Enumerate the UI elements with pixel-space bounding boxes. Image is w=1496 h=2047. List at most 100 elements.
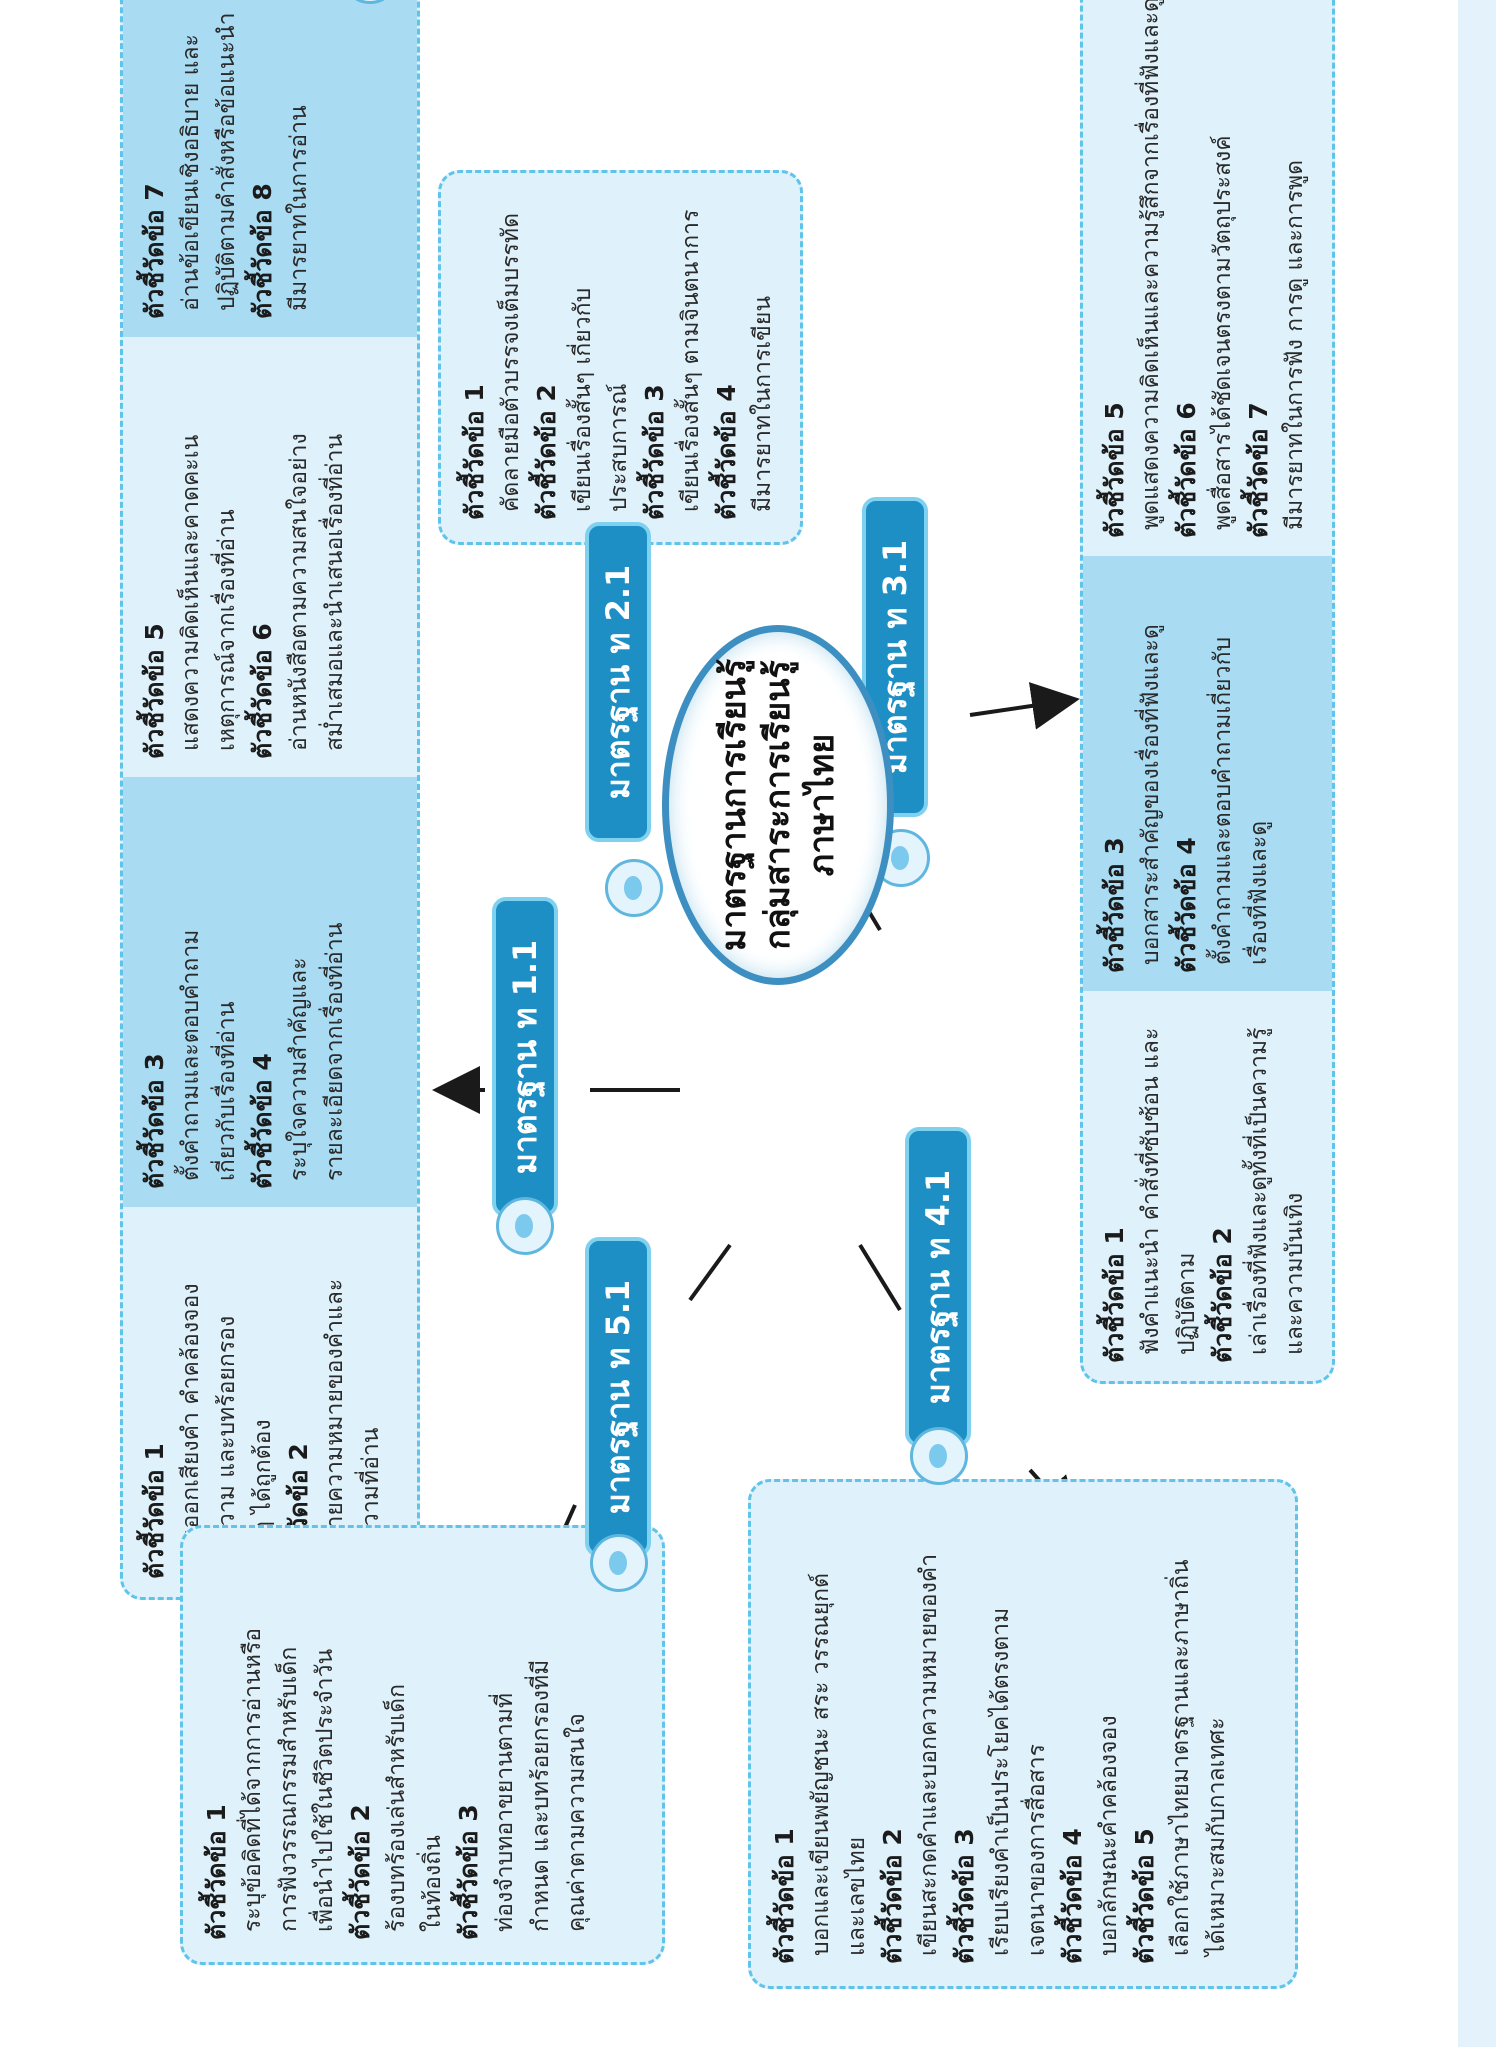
indicator-text: การฟังวรรณกรรมสำหรับเด็ก <box>276 1646 302 1932</box>
center-line: ภาษาไทย <box>802 733 842 877</box>
indicator-title: ตัวชี้วัดข้อ 6 <box>248 623 277 759</box>
indicator-item: ตัวชี้วัดข้อ 3 เขียนเรื่องสั้นๆ ตามจินตน… <box>637 195 709 520</box>
indicator-box-4-1: ตัวชี้วัดข้อ 1 บอกและเขียนพยัญชนะ สระ วร… <box>748 1479 1298 1989</box>
indicator-item: ตัวชี้วัดข้อ 1 บอกและเขียนพยัญชนะ สระ วร… <box>767 1504 875 1964</box>
indicator-title: ตัวชี้วัดข้อ 2 <box>346 1804 375 1940</box>
mascot-icon <box>605 859 663 917</box>
indicator-text: ร้องบทร้องเล่นสำหรับเด็ก <box>384 1683 410 1932</box>
indicator-item: ตัวชี้วัดข้อ 3 เรียบเรียงคำเป็นประโยคได้… <box>947 1504 1055 1964</box>
standard-label-2-1: มาตรฐาน ท 2.1 <box>585 522 651 842</box>
indicator-item: ตัวชี้วัดข้อ 7 อ่านข้อเขียนเชิงอธิบาย แล… <box>137 0 245 319</box>
indicator-item: ตัวชี้วัดข้อ 4 บอกลักษณะคำคล้องจอง <box>1055 1504 1127 1964</box>
indicator-text: ฟังคำแนะนำ คำสั่งที่ซับซ้อน และ <box>1138 1027 1164 1355</box>
indicator-item: ตัวชี้วัดข้อ 5 เลือกใช้ภาษาไทยมาตรฐานและ… <box>1127 1504 1235 1964</box>
box-1-1-segment-2: ตัวชี้วัดข้อ 3 ตั้งคำถามและตอบคำถาม เกี่… <box>123 777 417 1207</box>
indicator-text: บอกสาระสำคัญของเรื่องที่ฟังและดู <box>1138 624 1164 965</box>
indicator-title: ตัวชี้วัดข้อ 1 <box>140 1443 169 1579</box>
indicator-text: เขียนเรื่องสั้นๆ ตามจินตนาการ <box>678 209 704 512</box>
mascot-icon <box>496 1197 554 1255</box>
indicator-item: ตัวชี้วัดข้อ 4 มีมารยาทในการเขียน <box>709 195 781 520</box>
indicator-title: ตัวชี้วัดข้อ 8 <box>248 183 277 319</box>
indicator-item: ตัวชี้วัดข้อ 3 ท่องจำบทอาขยานตามที่ กำหน… <box>451 1550 595 1940</box>
indicator-title: ตัวชี้วัดข้อ 6 <box>1172 402 1201 538</box>
arrow-to-box-31 <box>969 682 1080 730</box>
indicator-text: ท่องจำบทอาขยานตามที่ <box>492 1692 518 1932</box>
indicator-title: ตัวชี้วัดข้อ 4 <box>248 1053 277 1189</box>
indicator-item: ตัวชี้วัดข้อ 3 บอกสาระสำคัญของเรื่องที่ฟ… <box>1097 574 1169 973</box>
indicator-title: ตัวชี้วัดข้อ 7 <box>140 183 169 319</box>
mascot-icon <box>910 1427 968 1485</box>
box-1-1-segment-3: ตัวชี้วัดข้อ 5 แสดงความคิดเห็นและคาดคะเน… <box>123 337 417 777</box>
indicator-text: และความบันเทิง <box>1282 1192 1308 1355</box>
indicator-text: คัดลายมือตัวบรรจงเต็มบรรทัด <box>498 212 524 512</box>
indicator-text: เล่าเรื่องที่ฟังและดูทั้งที่เป็นความรู้ <box>1246 1027 1272 1355</box>
box-3-1-segment-1: ตัวชี้วัดข้อ 1 ฟังคำแนะนำ คำสั่งที่ซับซ้… <box>1083 991 1332 1381</box>
indicator-title: ตัวชี้วัดข้อ 1 <box>770 1828 799 1964</box>
indicator-box-1-1: ตัวชี้วัดข้อ 1 อ่านออกเสียงคำ คำคล้องจอง… <box>120 0 420 1600</box>
indicator-text: มีมารยาทในการเขียน <box>750 295 776 512</box>
indicator-text: ตั้งคำถามและตอบคำถามเกี่ยวกับ <box>1210 636 1236 965</box>
indicator-item: ตัวชี้วัดข้อ 4 ตั้งคำถามและตอบคำถามเกี่ย… <box>1169 574 1277 973</box>
indicator-text: ได้เหมาะสมกับกาลเทศะ <box>1204 1717 1230 1956</box>
indicator-title: ตัวชี้วัดข้อ 4 <box>1058 1828 1087 1964</box>
indicator-title: ตัวชี้วัดข้อ 1 <box>1100 1227 1129 1363</box>
indicator-text: อ่านข้อเขียนเชิงอธิบาย และ <box>178 34 204 311</box>
spoke-41 <box>858 1243 902 1312</box>
indicator-title: ตัวชี้วัดข้อ 3 <box>140 1053 169 1189</box>
indicator-item: ตัวชี้วัดข้อ 5 พูดแสดงความคิดเห็นและความ… <box>1097 0 1169 538</box>
indicator-text: เขียนเรื่องสั้นๆ เกี่ยวกับประสบการณ์ <box>570 287 632 512</box>
indicator-title: ตัวชี้วัดข้อ 5 <box>1130 1828 1159 1964</box>
standard-label-1-1: มาตรฐาน ท 1.1 <box>492 897 558 1217</box>
indicator-text: บอกและเขียนพยัญชนะ สระ วรรณยุกต์ <box>808 1573 834 1956</box>
indicator-text: รายละเอียดจากเรื่องที่อ่าน <box>322 922 348 1181</box>
indicator-title: ตัวชี้วัดข้อ 3 <box>950 1828 979 1964</box>
center-topic: มาตรฐานการเรียนรู้ กลุ่มสาระการเรียนรู้ … <box>662 625 894 985</box>
indicator-item: ตัวชี้วัดข้อ 6 พูดสื่อสารได้ชัดเจนตรงตาม… <box>1169 0 1241 538</box>
indicator-text: สม่ำเสมอและนำเสนอเรื่องที่อ่าน <box>322 433 348 751</box>
indicator-text: คุณค่าตามความสนใจ <box>564 1713 590 1932</box>
indicator-item: ตัวชี้วัดข้อ 2 เขียนสะกดคำและบอกความหมาย… <box>875 1504 947 1964</box>
indicator-text: เรียบเรียงคำเป็นประโยคได้ตรงตาม <box>988 1607 1014 1956</box>
indicator-item: ตัวชี้วัดข้อ 1 ระบุข้อคิดที่ได้จากการอ่า… <box>199 1550 343 1940</box>
indicator-text: เกี่ยวกับเรื่องที่อ่าน <box>214 1001 240 1181</box>
indicator-text: เลือกใช้ภาษาไทยมาตรฐานและภาษาถิ่น <box>1168 1559 1194 1956</box>
spoke-51 <box>688 1243 732 1302</box>
right-margin-strip <box>1458 0 1496 2047</box>
indicator-title: ตัวชี้วัดข้อ 7 <box>1244 402 1273 538</box>
indicator-item: ตัวชี้วัดข้อ 2 ร้องบทร้องเล่นสำหรับเด็ก … <box>343 1550 451 1940</box>
indicator-text: อ่านหนังสือตามความสนใจอย่าง <box>286 433 312 751</box>
indicator-title: ตัวชี้วัดข้อ 3 <box>1100 837 1129 973</box>
mascot-icon <box>590 1534 648 1592</box>
indicator-title: ตัวชี้วัดข้อ 3 <box>640 384 669 520</box>
indicator-text: มีมารยาทในการฟัง การดู และการพูด <box>1282 159 1308 530</box>
indicator-title: ตัวชี้วัดข้อ 2 <box>532 384 561 520</box>
box-1-1-segment-4: ตัวชี้วัดข้อ 7 อ่านข้อเขียนเชิงอธิบาย แล… <box>123 0 417 337</box>
indicator-text: บอกลักษณะคำคล้องจอง <box>1096 1715 1122 1956</box>
indicator-box-3-1: ตัวชี้วัดข้อ 1 ฟังคำแนะนำ คำสั่งที่ซับซ้… <box>1080 0 1335 1384</box>
indicator-text: กำหนด และบทร้อยกรองที่มี <box>528 1659 554 1932</box>
indicator-title: ตัวชี้วัดข้อ 5 <box>1100 402 1129 538</box>
indicator-title: ตัวชี้วัดข้อ 1 <box>460 384 489 520</box>
indicator-item: ตัวชี้วัดข้อ 2 เขียนเรื่องสั้นๆ เกี่ยวกั… <box>529 195 637 520</box>
indicator-text: พูดแสดงความคิดเห็นและความรู้สึกจากเรื่อง… <box>1138 0 1164 530</box>
indicator-title: ตัวชี้วัดข้อ 3 <box>454 1804 483 1940</box>
mascot-icon <box>341 0 399 4</box>
indicator-text: เหตุการณ์จากเรื่องที่อ่าน <box>214 509 240 751</box>
indicator-item: ตัวชี้วัดข้อ 4 ระบุใจความสำคัญและ รายละเ… <box>245 795 353 1189</box>
indicator-title: ตัวชี้วัดข้อ 2 <box>878 1828 907 1964</box>
indicator-item: ตัวชี้วัดข้อ 7 มีมารยาทในการฟัง การดู แล… <box>1241 0 1313 538</box>
indicator-text: เพื่อนำไปใช้ในชีวิตประจำวัน <box>312 1648 338 1932</box>
indicator-item: ตัวชี้วัดข้อ 6 อ่านหนังสือตามความสนใจอย่… <box>245 355 353 759</box>
indicator-title: ตัวชี้วัดข้อ 4 <box>712 384 741 520</box>
indicator-text: ระบุข้อคิดที่ได้จากการอ่านหรือ <box>240 1627 266 1932</box>
standard-label-4-1: มาตรฐาน ท 4.1 <box>905 1127 971 1447</box>
indicator-item: ตัวชี้วัดข้อ 3 ตั้งคำถามและตอบคำถาม เกี่… <box>137 795 245 1189</box>
indicator-title: ตัวชี้วัดข้อ 4 <box>1172 837 1201 973</box>
indicator-box-5-1: ตัวชี้วัดข้อ 1 ระบุข้อคิดที่ได้จากการอ่า… <box>180 1525 665 1965</box>
indicator-item: ตัวชี้วัดข้อ 1 คัดลายมือตัวบรรจงเต็มบรรท… <box>457 195 529 520</box>
indicator-text: มีมารยาทในการอ่าน <box>286 105 312 311</box>
box-3-1-segment-3: ตัวชี้วัดข้อ 5 พูดแสดงความคิดเห็นและความ… <box>1083 0 1332 556</box>
indicator-text: เขียนสะกดคำและบอกความหมายของคำ <box>916 1553 942 1956</box>
